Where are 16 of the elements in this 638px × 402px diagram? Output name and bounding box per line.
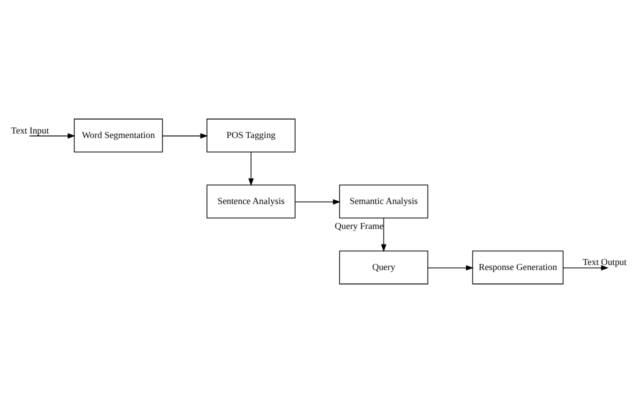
- node-box: Semantic Analysis: [339, 184, 428, 218]
- node-box: Sentence Analysis: [206, 184, 296, 218]
- edge-label: Query Frame: [334, 220, 384, 230]
- node-box: Query: [339, 250, 428, 284]
- arrow: [562, 264, 609, 270]
- edge-label: Text Output: [582, 256, 627, 267]
- node-box: POS Tagging: [206, 118, 296, 152]
- arrow: [248, 151, 254, 186]
- node-box: Response Generation: [472, 250, 564, 284]
- arrow: [294, 198, 341, 204]
- arrow: [29, 132, 76, 138]
- arrow: [162, 132, 208, 138]
- arrow: [428, 264, 474, 270]
- arrow: [381, 217, 386, 252]
- node-box: Word Segmentation: [74, 118, 163, 152]
- edge-label: Text Input: [11, 124, 49, 135]
